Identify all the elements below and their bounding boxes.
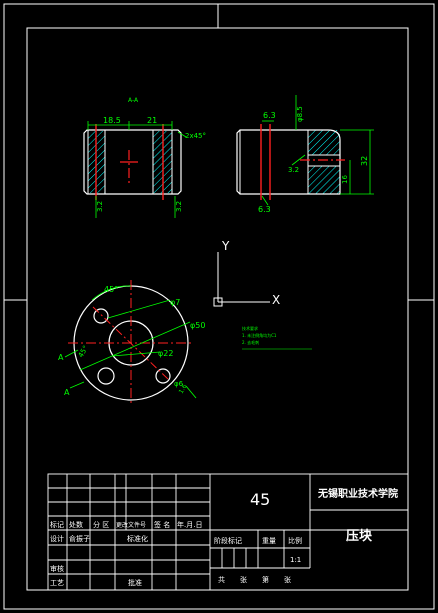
hdr-docno: 更改文件号: [116, 521, 146, 529]
dim-roughness: 1.6: [178, 383, 189, 395]
hdr-date: 年.月.日: [177, 520, 202, 529]
leader-phi-22: [111, 351, 161, 357]
note-line-1: 1. 未注倒角均为C1: [242, 332, 277, 338]
section-arrow-top: [64, 349, 79, 358]
dim-45-lower: 45°: [77, 344, 90, 359]
right-outline: [236, 129, 341, 195]
section-label: A-A: [128, 97, 139, 104]
dim-6-3-top: 6.3: [263, 111, 276, 120]
note-title: 技术要求: [242, 325, 258, 331]
school-name: 无锡职业技术学院: [317, 487, 398, 500]
approve-label: 批准: [128, 578, 142, 587]
hole-top-left: [93, 308, 109, 324]
dim-18-5: 18.5: [103, 116, 121, 125]
note-line-2: 2. 去毛刺: [242, 339, 259, 345]
designer-name: 俞振子: [69, 534, 90, 543]
part-name: 压块: [346, 528, 373, 544]
material: 45: [250, 490, 270, 509]
sheet-total: 共: [218, 575, 225, 584]
ucs-y-label: Y: [221, 239, 230, 253]
review-label: 审核: [50, 564, 64, 573]
dim-phi-7: φ7: [170, 298, 180, 307]
leader-6-3-bottom: [261, 195, 269, 206]
hole-right: [155, 368, 171, 384]
process-label: 工艺: [50, 579, 64, 587]
dim-angle: 45°: [104, 285, 118, 294]
dim-21: 21: [147, 116, 157, 125]
dim-3-2-left: 3.2: [96, 201, 104, 212]
section-mark-bottom: A: [64, 388, 70, 397]
sheet-outer-border: [3, 3, 435, 610]
dim-phi-50: φ50: [190, 321, 205, 330]
stage-mark: 阶段标记: [214, 536, 242, 545]
hatch-bottom: [308, 166, 340, 194]
hdr-mark: 标记: [50, 520, 64, 529]
section-view-left: A-A 18.5 21 2x45° 3.2 3.2: [83, 97, 206, 218]
hdr-sign: 签 名: [154, 520, 170, 529]
body-outline: [83, 129, 182, 195]
dim-16: 16: [341, 175, 349, 184]
ucs-x-label: X: [272, 293, 280, 307]
title-block-text: 45 无锡职业技术学院 压块 标记 处数 分 区 更改文件号 签 名 年.月.日…: [50, 487, 398, 587]
sheet-inner-border: [26, 27, 409, 591]
dim-6-3-bottom: 6.3: [258, 205, 271, 214]
chamfer-label: 2x45°: [185, 132, 206, 140]
chamfer-leader: [177, 131, 187, 138]
title-block-frame: [47, 473, 409, 591]
technical-notes: 技术要求 1. 未注倒角均为C1 2. 去毛刺: [242, 325, 312, 350]
ucs-origin-box: [213, 297, 223, 307]
circle-diag-1: [92, 306, 171, 382]
section-mark-top: A: [58, 353, 64, 362]
angle-arc: [91, 285, 132, 301]
hole-bottom-left: [97, 367, 115, 385]
section-arrow-right: [185, 385, 197, 399]
dim-phi-6: φ6: [174, 380, 184, 388]
dim-32: 32: [360, 156, 369, 166]
hdr-zone: 分 区: [93, 520, 109, 529]
weight-label: 重量: [262, 537, 276, 545]
design-label: 设计: [50, 534, 64, 543]
sheet-no: 第: [262, 575, 269, 584]
leader-phi-7: [107, 299, 171, 319]
dim-phi-8-5: φ8.5: [296, 106, 304, 122]
scale-label: 比例: [288, 536, 302, 545]
standard-label: 标准化: [127, 534, 148, 543]
ucs-icon: Y X: [213, 239, 280, 307]
leader-phi-50: [79, 321, 191, 371]
hdr-count: 处数: [69, 520, 83, 529]
sheet-unit-1: 张: [240, 575, 247, 584]
dim-3-2-right: 3.2: [175, 201, 183, 212]
dim-phi-22: φ22: [158, 349, 173, 358]
title-block: [47, 473, 409, 591]
leader-mid: [291, 154, 306, 166]
hatch-top: [308, 130, 340, 155]
section-arrow-bottom: [69, 381, 85, 389]
section-view-right: 6.3 φ8.5 32 16 3.2 6.3: [236, 95, 374, 214]
scale-value: 1:1: [290, 556, 301, 564]
sheet-unit-2: 张: [284, 575, 291, 584]
dim-3-2-mid: 3.2: [288, 166, 299, 174]
front-view-circle: 45° φ7 φ50 φ22 φ6 45° A A 1.6: [58, 280, 205, 406]
